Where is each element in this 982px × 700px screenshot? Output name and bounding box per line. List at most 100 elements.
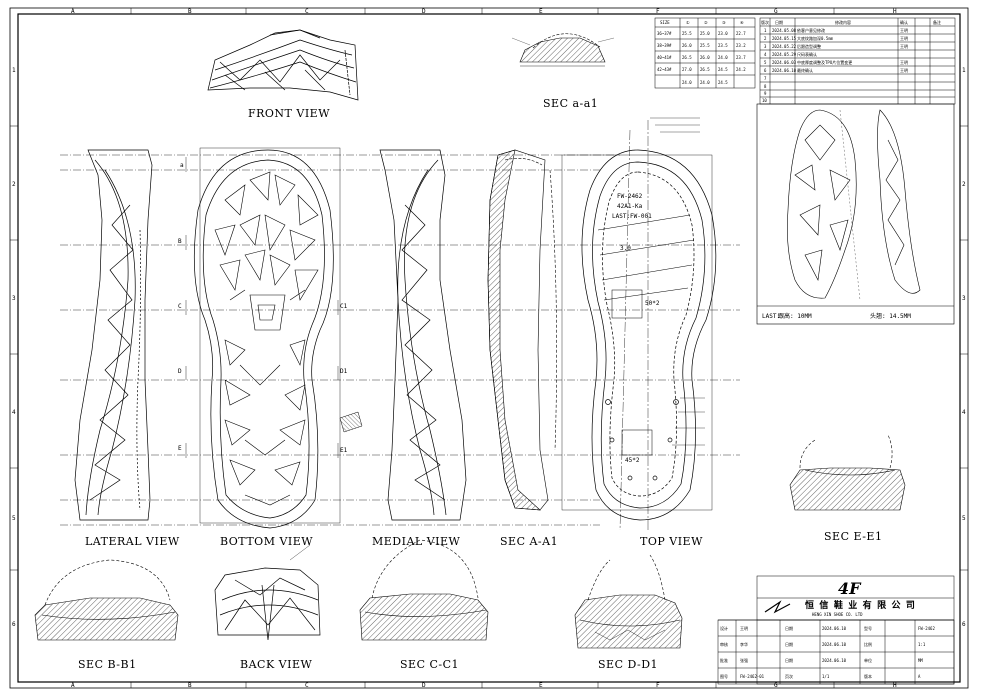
section-mark-e: E: [178, 445, 182, 452]
svg-text:张强: 张强: [740, 657, 748, 663]
grid-col-label: F: [656, 682, 660, 689]
sec-a-drawing: [487, 149, 557, 511]
grid-row-label: 4: [962, 409, 966, 416]
grid-col-label: C: [305, 8, 309, 15]
svg-text:23.7: 23.7: [736, 55, 746, 60]
svg-text:22.7: 22.7: [736, 31, 746, 36]
svg-text:2024.05.15: 2024.05.15: [772, 36, 797, 41]
grid-row-label: 6: [962, 621, 966, 628]
svg-text:10: 10: [762, 98, 767, 103]
grid-col-label: B: [188, 8, 192, 15]
svg-text:2024.06.03: 2024.06.03: [772, 60, 797, 65]
top-view-code3: LAST:FW-001: [612, 213, 652, 220]
svg-text:MM: MM: [918, 658, 923, 663]
sec-e-drawing: [789, 434, 906, 511]
grid-col-label: E: [539, 682, 543, 689]
grid-row-label: 2: [962, 181, 966, 188]
title-block-text: 4F 恒 信 鞋 业 有 限 公 司 HENG XIN SHOE CO. LTD…: [720, 579, 935, 679]
section-mark-e1: E1: [340, 447, 348, 454]
company-name-en: HENG XIN SHOE CO. LTD: [812, 612, 863, 617]
svg-text:23.2: 23.2: [736, 43, 746, 48]
section-mark-d1: D1: [340, 368, 348, 375]
svg-text:8: 8: [764, 84, 767, 89]
top-view-dim2: 50*2: [645, 300, 660, 307]
svg-text:2024.05.29: 2024.05.29: [772, 52, 797, 57]
svg-text:备注: 备注: [933, 19, 941, 25]
svg-text:27.0: 27.0: [682, 67, 692, 72]
grid-row-label: 5: [12, 515, 16, 522]
svg-text:40~41#: 40~41#: [657, 55, 672, 60]
svg-text:王明: 王明: [900, 36, 908, 41]
svg-text:2024.06.10: 2024.06.10: [822, 658, 847, 663]
sheet-frame: [9, 7, 969, 689]
grid-row-label: 6: [12, 621, 16, 628]
grid-col-label: B: [188, 682, 192, 689]
svg-text:修改内容: 修改内容: [835, 19, 851, 25]
svg-text:1:1: 1:1: [918, 642, 926, 647]
bottom-view-drawing: [193, 147, 341, 529]
section-leaders: [185, 157, 339, 458]
company-mark-icon: [764, 600, 791, 614]
svg-text:最终确认: 最终确认: [797, 67, 813, 73]
svg-text:2024.05.22: 2024.05.22: [772, 44, 797, 49]
svg-text:单位: 单位: [864, 657, 872, 663]
detail-sketch: [339, 411, 363, 433]
svg-text:25.0: 25.0: [700, 31, 710, 36]
sec-e-label: SEC E-E1: [824, 530, 882, 543]
back-view-label: BACK VIEW: [240, 658, 312, 671]
grid-col-label: G: [774, 682, 778, 689]
svg-text:依客户意见修改: 依客户意见修改: [797, 27, 825, 33]
svg-text:李华: 李华: [740, 641, 748, 647]
svg-text:中底厚度调整及TPU片位置变更: 中底厚度调整及TPU片位置变更: [797, 59, 852, 65]
front-view-label: FRONT VIEW: [248, 107, 330, 120]
svg-text:版本: 版本: [864, 673, 872, 679]
sec-a-small-drawing: [511, 33, 615, 67]
grid-col-label: A: [71, 682, 75, 689]
svg-text:审核: 审核: [720, 641, 728, 647]
bottom-view-label: BOTTOM VIEW: [220, 535, 313, 548]
svg-text:2024.06.10: 2024.06.10: [822, 642, 847, 647]
svg-text:FW-2462: FW-2462: [918, 626, 935, 631]
svg-text:26.0: 26.0: [700, 55, 710, 60]
svg-text:日期: 日期: [785, 625, 793, 631]
svg-text:5: 5: [764, 60, 767, 65]
svg-text:②: ②: [704, 20, 708, 25]
grid-row-label: 1: [12, 67, 16, 74]
lateral-view-label: LATERAL VIEW: [85, 535, 180, 548]
svg-text:后跟造型调整: 后跟造型调整: [797, 43, 821, 49]
svg-text:王明: 王明: [900, 28, 908, 33]
top-view-code2: 42A1-Ka: [617, 203, 643, 210]
svg-text:4: 4: [764, 52, 767, 57]
svg-text:③: ③: [722, 20, 726, 25]
section-markers: a B C C1 D D1 E E1: [178, 162, 348, 454]
top-view-callouts: [650, 117, 705, 446]
sec-c-drawing: [359, 539, 489, 641]
grid-row-label: 4: [12, 409, 16, 416]
top-view-texts: FW-2462 42A1-Ka LAST:FW-001 3.0 50*2 45*…: [612, 193, 660, 464]
svg-text:设计: 设计: [720, 625, 728, 631]
svg-text:24.2: 24.2: [736, 67, 746, 72]
svg-text:批准: 批准: [720, 657, 728, 663]
svg-text:36~37#: 36~37#: [657, 31, 672, 36]
last-info: LAST: 跟高: 10MM 头翘: 14.5MM: [762, 312, 911, 320]
svg-text:2: 2: [764, 36, 767, 41]
svg-text:1: 1: [764, 28, 767, 33]
svg-text:24.5: 24.5: [718, 67, 728, 72]
grid-col-label: E: [539, 8, 543, 15]
section-mark-c: C: [178, 303, 182, 310]
svg-text:①: ①: [686, 20, 690, 25]
svg-text:头翘: 14.5MM: 头翘: 14.5MM: [870, 312, 911, 320]
svg-text:页次: 页次: [785, 673, 793, 679]
front-view-drawing: [207, 29, 359, 101]
grid-col-label: A: [71, 8, 75, 15]
svg-text:26.5: 26.5: [682, 55, 692, 60]
svg-text:④: ④: [740, 20, 744, 25]
grid-labels: A B C D E F G H A B C D E F G H 1 2 3 4 …: [12, 8, 966, 689]
section-mark-c1: C1: [340, 303, 348, 310]
svg-text:42~43#: 42~43#: [657, 67, 672, 72]
svg-text:9: 9: [764, 91, 767, 96]
grid-row-label: 3: [962, 295, 966, 302]
top-view-dim1: 3.0: [620, 245, 631, 252]
section-mark-a: a: [180, 162, 184, 169]
